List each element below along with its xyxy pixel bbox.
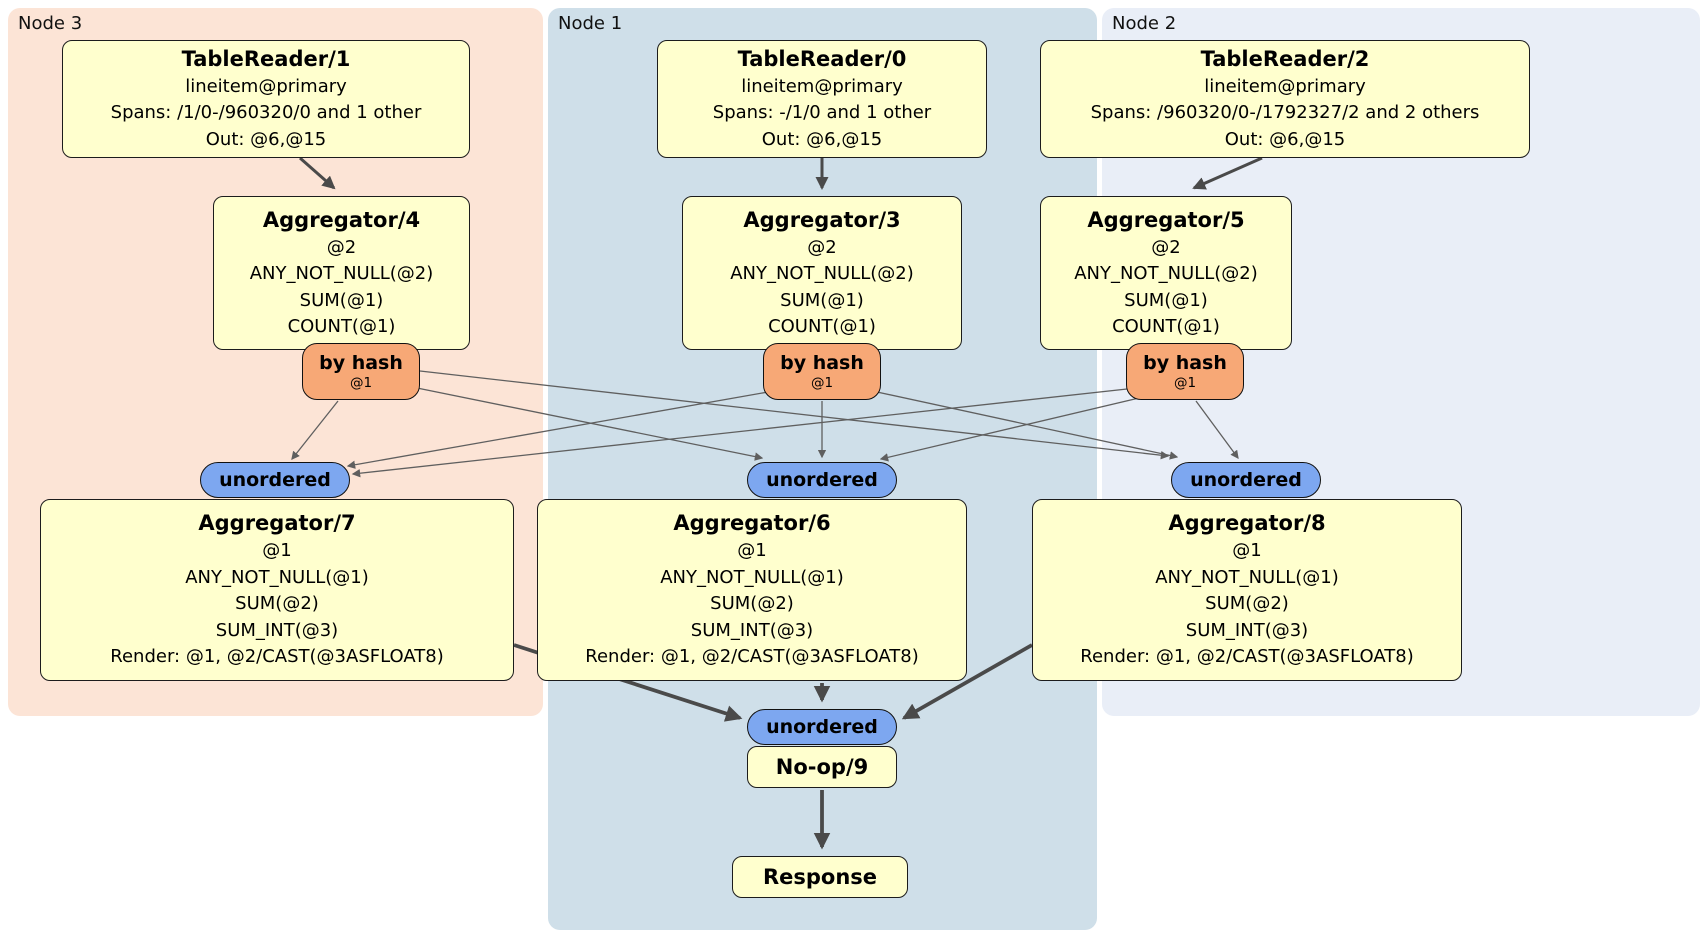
node-line: SUM_INT(@3) <box>215 619 339 641</box>
sync-unordered-agg8: unordered <box>1171 462 1321 498</box>
node-line: SUM(@1) <box>299 289 384 311</box>
node-title: No-op/9 <box>775 754 869 779</box>
router-detail: @1 <box>349 375 373 391</box>
processor-box-tablereader-1: TableReader/1 lineitem@primary Spans: /1… <box>62 40 470 158</box>
node-line: lineitem@primary <box>741 75 903 97</box>
node-title: Aggregator/7 <box>198 511 356 536</box>
edge-hash5-unordered6 <box>879 397 1140 462</box>
edge-hash5-unordered8 <box>1195 400 1239 460</box>
node-title: TableReader/0 <box>737 46 907 71</box>
node-line: ANY_NOT_NULL(@1) <box>1155 566 1339 588</box>
sync-label: unordered <box>766 469 878 491</box>
sync-unordered-agg7: unordered <box>200 462 350 498</box>
node-line: @2 <box>1151 236 1181 258</box>
processor-box-aggregator-6: Aggregator/6 @1 ANY_NOT_NULL(@1) SUM(@2)… <box>537 499 967 681</box>
edge-hash3-unordered7 <box>346 391 769 469</box>
node-line: ANY_NOT_NULL(@2) <box>730 263 914 284</box>
router-label: by hash <box>1143 352 1227 374</box>
sync-label: unordered <box>766 716 878 738</box>
node-line: SUM(@2) <box>235 593 319 615</box>
node-line: SUM_INT(@3) <box>1185 619 1309 641</box>
node-line: @1 <box>262 540 292 562</box>
node-title: TableReader/2 <box>1200 46 1370 71</box>
node-line: SUM(@2) <box>710 593 794 615</box>
node-line: Render: @1, @2/CAST(@3ASFLOAT8) <box>585 646 919 668</box>
processor-box-aggregator-4: Aggregator/4 @2 ANY_NOT_NULL(@2) SUM(@1)… <box>213 196 470 350</box>
node-line: ANY_NOT_NULL(@1) <box>660 566 844 588</box>
node-title: TableReader/1 <box>181 46 351 71</box>
node-line: ANY_NOT_NULL(@2) <box>249 263 434 284</box>
processor-box-tablereader-0: TableReader/0 lineitem@primary Spans: -/… <box>657 40 987 158</box>
node-title: Aggregator/6 <box>673 511 831 536</box>
node-line: COUNT(@1) <box>287 316 396 337</box>
node-line: lineitem@primary <box>1204 75 1366 97</box>
processor-box-aggregator-5: Aggregator/5 @2 ANY_NOT_NULL(@2) SUM(@1)… <box>1040 196 1292 350</box>
node-line: Out: @6,@15 <box>761 128 883 150</box>
node-line: Render: @1, @2/CAST(@3ASFLOAT8) <box>110 646 444 668</box>
sync-label: unordered <box>1190 469 1302 491</box>
processor-box-aggregator-8: Aggregator/8 @1 ANY_NOT_NULL(@1) SUM(@2)… <box>1032 499 1462 681</box>
processor-box-noop-9: No-op/9 <box>747 746 897 788</box>
panel-label-node3: Node 3 <box>18 13 83 34</box>
node-line: SUM(@1) <box>780 289 864 311</box>
router-detail: @1 <box>1173 375 1197 391</box>
node-line: SUM_INT(@3) <box>690 619 814 641</box>
node-line: @1 <box>737 540 767 562</box>
node-line: Spans: -/1/0 and 1 other <box>712 102 932 124</box>
node-title: Aggregator/4 <box>262 207 421 232</box>
node-line: Out: @6,@15 <box>1224 128 1346 150</box>
node-title: Aggregator/8 <box>1168 511 1326 536</box>
processor-box-aggregator-3: Aggregator/3 @2 ANY_NOT_NULL(@2) SUM(@1)… <box>682 196 962 350</box>
router-detail: @1 <box>810 375 834 391</box>
sync-unordered-noop9: unordered <box>747 709 897 745</box>
router-by-hash-agg3: by hash @1 <box>763 343 881 400</box>
node-line: SUM(@1) <box>1124 289 1208 311</box>
sync-unordered-agg6: unordered <box>747 462 897 498</box>
edge-agg8-unordered9 <box>901 643 1033 720</box>
node-line: lineitem@primary <box>185 75 347 97</box>
panel-label-node2: Node 2 <box>1112 13 1177 34</box>
processor-box-tablereader-2: TableReader/2 lineitem@primary Spans: /9… <box>1040 40 1530 158</box>
processor-box-aggregator-7: Aggregator/7 @1 ANY_NOT_NULL(@1) SUM(@2)… <box>40 499 514 681</box>
node-title: Aggregator/5 <box>1087 207 1245 232</box>
node-line: Out: @6,@15 <box>205 128 327 150</box>
sync-label: unordered <box>219 469 331 491</box>
edge-hash4-unordered7 <box>291 400 339 460</box>
router-by-hash-agg5: by hash @1 <box>1126 343 1244 400</box>
node-line: SUM(@2) <box>1205 593 1289 615</box>
node-line: Spans: /1/0-/960320/0 and 1 other <box>110 102 422 124</box>
router-by-hash-agg4: by hash @1 <box>302 343 420 400</box>
node-line: ANY_NOT_NULL(@1) <box>185 566 369 588</box>
node-line: @1 <box>1232 540 1262 562</box>
node-line: Spans: /960320/0-/1792327/2 and 2 others <box>1090 102 1480 124</box>
node-title: Response <box>762 864 878 889</box>
response-box: Response <box>732 856 908 898</box>
router-label: by hash <box>319 352 403 374</box>
edge-hash4-unordered8 <box>419 370 1170 460</box>
node-title: Aggregator/3 <box>743 207 901 232</box>
node-line: @2 <box>807 236 837 258</box>
node-line: @2 <box>326 236 357 258</box>
node-line: COUNT(@1) <box>768 316 876 337</box>
panel-label-node1: Node 1 <box>558 13 623 34</box>
edge-tr2-agg5 <box>1192 156 1263 190</box>
router-label: by hash <box>780 352 864 374</box>
node-line: COUNT(@1) <box>1112 316 1220 337</box>
node-line: Render: @1, @2/CAST(@3ASFLOAT8) <box>1080 646 1414 668</box>
node-line: ANY_NOT_NULL(@2) <box>1074 263 1258 284</box>
edge-tr1-agg4 <box>299 156 336 190</box>
edge-hash5-unordered7 <box>351 388 1128 478</box>
